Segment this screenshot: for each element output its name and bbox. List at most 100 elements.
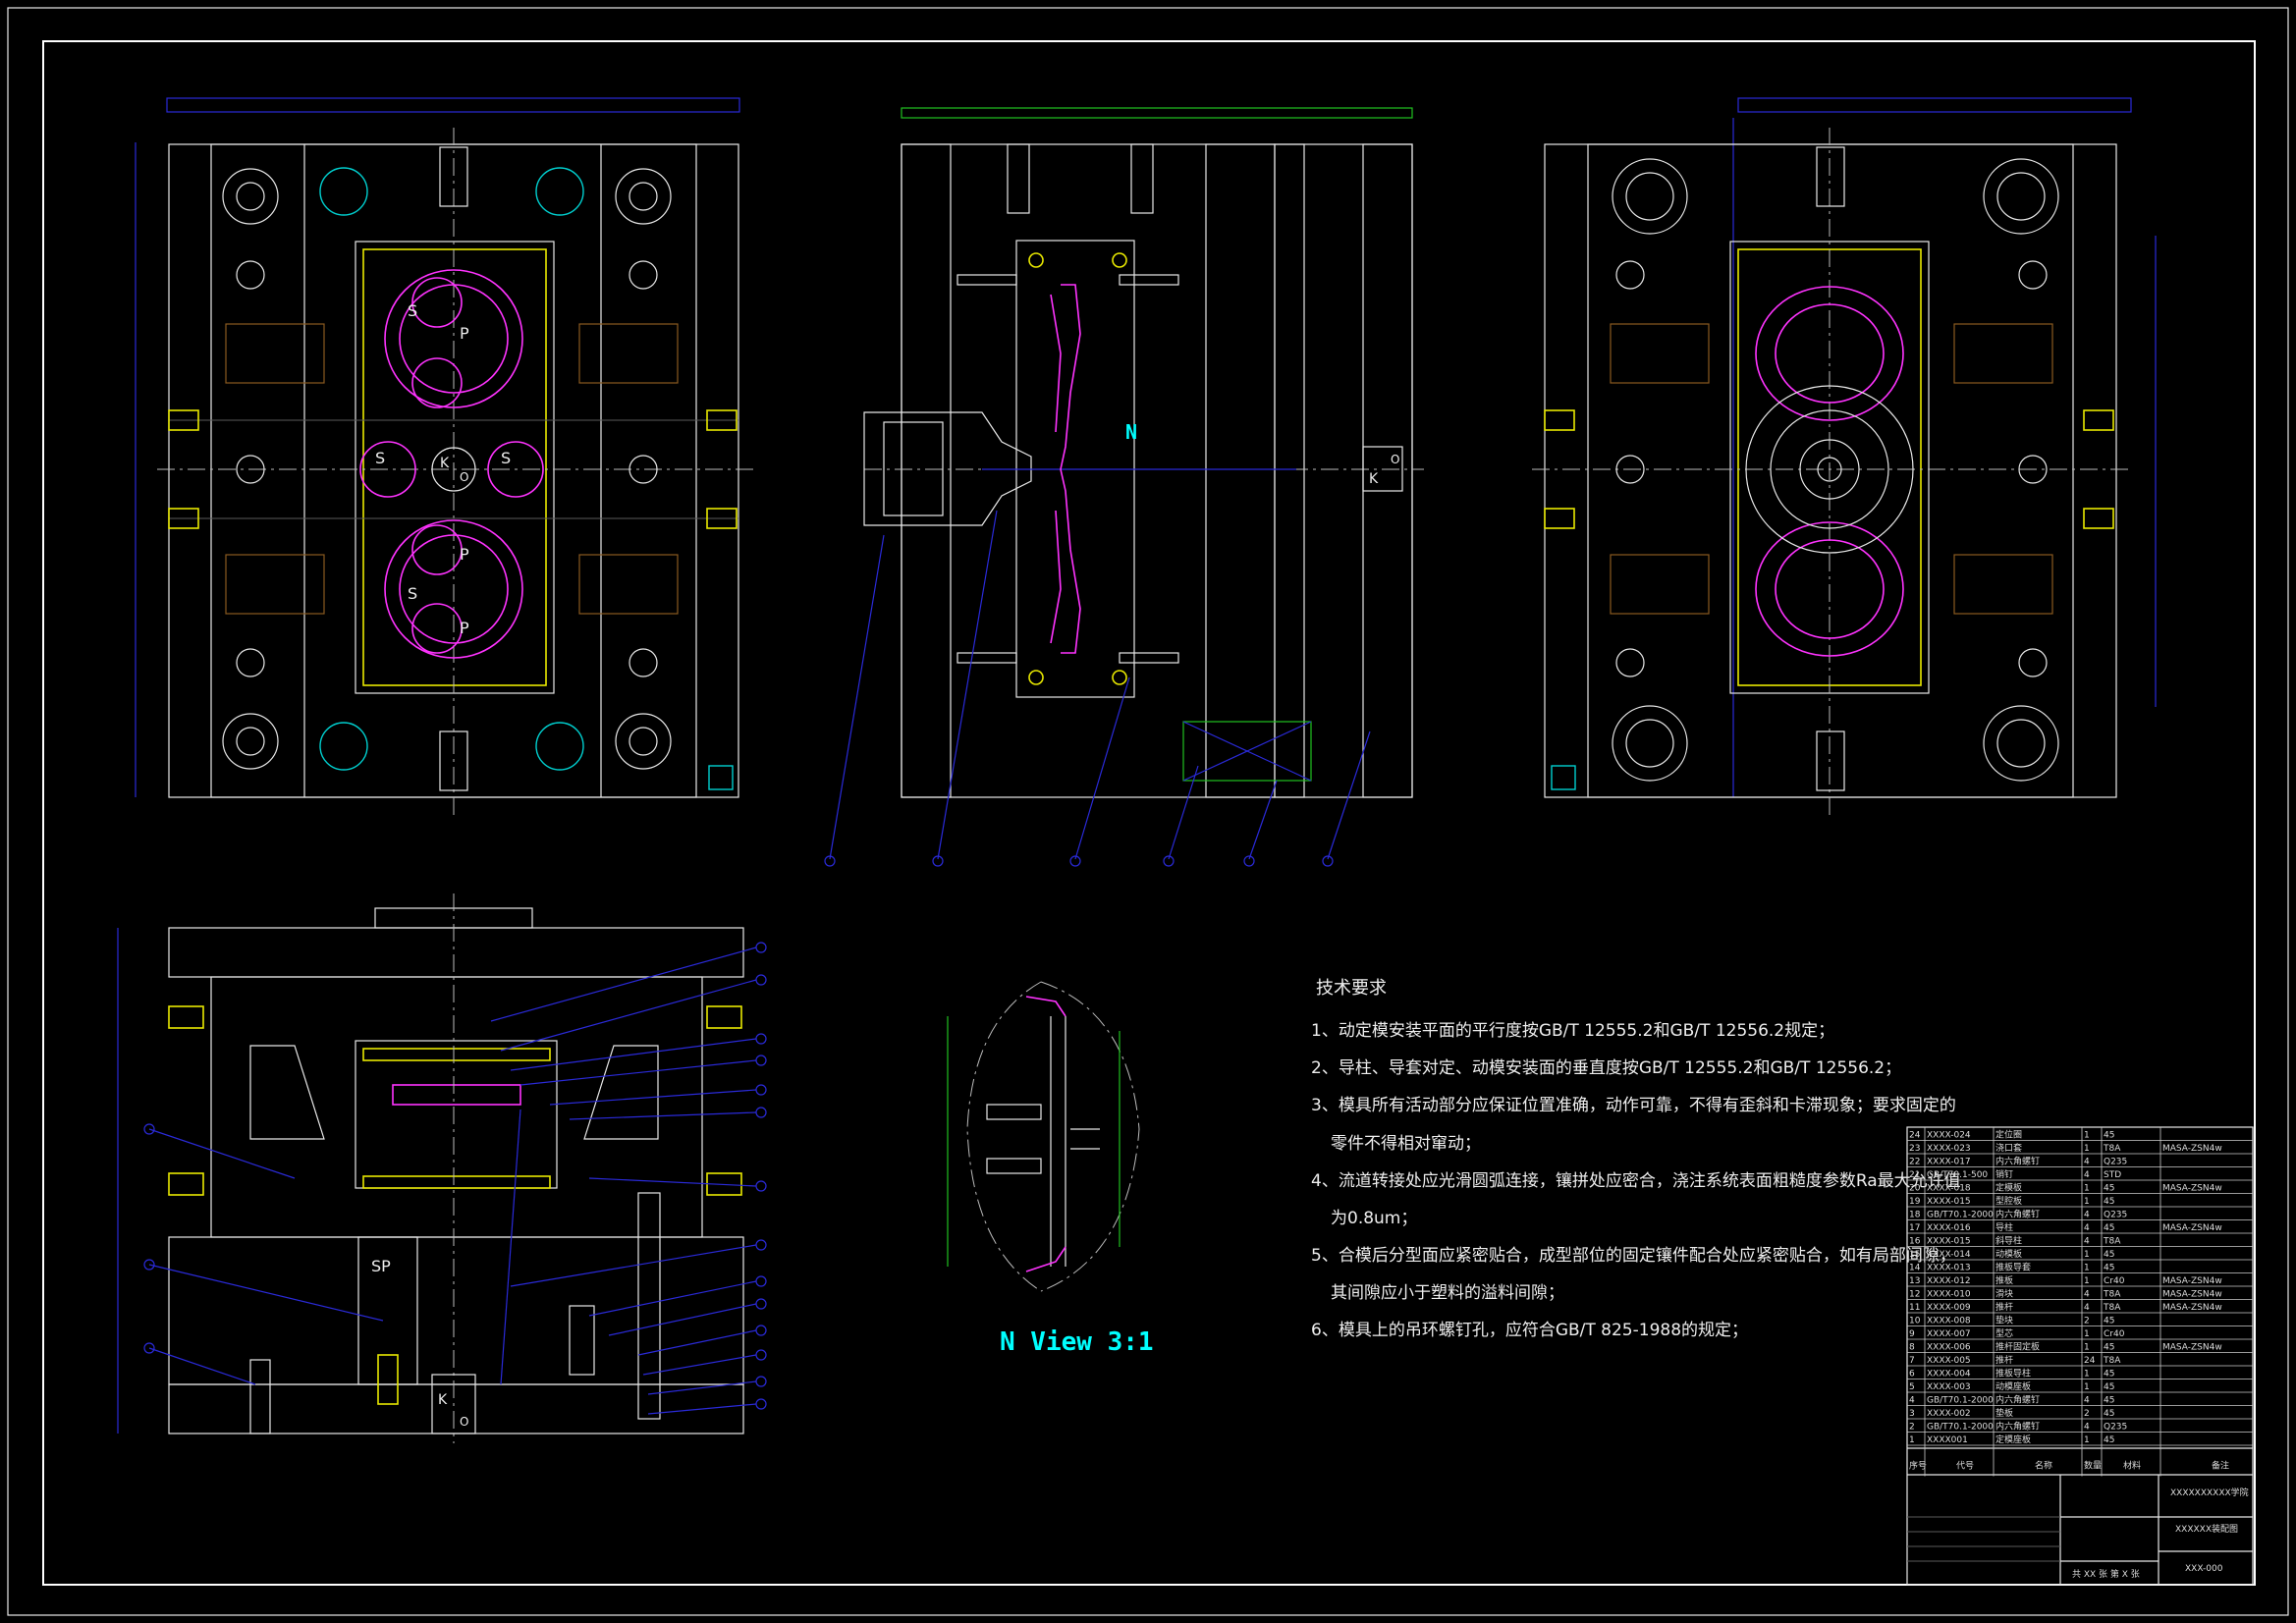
bom-row-no: 5 (1909, 1382, 1915, 1392)
mark-p-1: P (460, 324, 469, 343)
bom-row-no: 13 (1909, 1276, 1920, 1286)
tech-req-item-2: 2、导柱、导套对定、动模安装面的垂直度按GB/T 12555.2和GB/T 12… (1311, 1058, 1901, 1078)
bom-row-code: XXXX-012 (1927, 1276, 1971, 1286)
bom-row-qty: 2 (2084, 1409, 2090, 1419)
bom-row-qty: 4 (2084, 1396, 2090, 1406)
bom-header-no: 序号 (1909, 1460, 1927, 1472)
tech-req-item-4b: 为0.8um； (1331, 1209, 1417, 1228)
bom-row-name: 浇口套 (1995, 1142, 2022, 1154)
bom-row-qty: 1 (2084, 1131, 2090, 1141)
bom-row-no: 18 (1909, 1211, 1921, 1220)
bom-row-material: Q235 (2104, 1423, 2127, 1433)
bom-row-name: 内六角螺钉 (1995, 1156, 2040, 1167)
bom-row-name: 定位圈 (1995, 1129, 2022, 1141)
bom-row-material: 45 (2104, 1197, 2114, 1207)
bom-row-code: XXXX-003 (1927, 1382, 1971, 1392)
bom-row-no: 24 (1909, 1131, 1921, 1141)
bom-row-no: 12 (1909, 1290, 1920, 1300)
bom-row-no: 9 (1909, 1329, 1915, 1339)
bom-row-code: XXXX-002 (1927, 1409, 1971, 1419)
bom-row-qty: 1 (2084, 1264, 2090, 1273)
bom-row-material: STD (2104, 1170, 2121, 1180)
bom-row-qty: 24 (2084, 1356, 2096, 1366)
bom-row-qty: 4 (2084, 1211, 2090, 1220)
top-left-plan-view (135, 97, 756, 815)
bom-row-material: 45 (2104, 1435, 2114, 1445)
bom-header-code: 代号 (1956, 1461, 1974, 1472)
bom-row-qty: 1 (2084, 1382, 2090, 1392)
bom-row-no: 8 (1909, 1343, 1915, 1353)
mark-p-2: P (460, 545, 469, 564)
mark-s-1: S (408, 301, 417, 320)
bom-row-material: 45 (2104, 1184, 2114, 1194)
bom-row-code: XXXX-013 (1927, 1264, 1971, 1273)
bom-row-code: XXXX-015 (1927, 1197, 1971, 1207)
bom-sheet-info: 共 XX 张 第 X 张 (2072, 1568, 2140, 1580)
bom-row-name: 垫块 (1995, 1315, 2013, 1326)
bom-row-name: 内六角螺钉 (1995, 1209, 2040, 1220)
bom-row-material: 45 (2104, 1250, 2114, 1260)
bom-row-qty: 1 (2084, 1343, 2090, 1353)
bom-row-code: XXXX-023 (1927, 1144, 1971, 1154)
bom-row-qty: 1 (2084, 1144, 2090, 1154)
bom-row-material: T8A (2103, 1290, 2121, 1300)
bom-row-note: MASA-ZSN4w (2162, 1223, 2222, 1233)
bom-row-qty: 4 (2084, 1223, 2090, 1233)
inner-frame (42, 40, 2256, 1586)
detail-view-label: N View 3:1 (1000, 1327, 1154, 1357)
bom-row-code: XXXX-016 (1927, 1223, 1971, 1233)
bom-row-material: 45 (2104, 1131, 2114, 1141)
tech-req-item-6: 6、模具上的吊环螺钉孔，应符合GB/T 825-1988的规定； (1311, 1321, 1748, 1340)
bom-row-material: T8A (2103, 1303, 2121, 1313)
bom-row-name: 内六角螺钉 (1995, 1421, 2040, 1433)
bom-row-code: XXXX-009 (1927, 1303, 1971, 1313)
tech-req-item-4: 4、流道转接处应光滑圆弧连接，镶拼处应密合，浇注系统表面粗糙度参数Ra最大允许值 (1311, 1170, 1961, 1191)
bom-row-note: MASA-ZSN4w (2162, 1290, 2222, 1300)
bom-row-qty: 4 (2084, 1423, 2090, 1433)
bom-row-no: 15 (1909, 1250, 1920, 1260)
bom-row-qty: 4 (2084, 1237, 2090, 1247)
bom-row-code: GB/T70.1-2000 (1927, 1423, 1994, 1433)
bom-row-code: XXXX-024 (1927, 1131, 1971, 1141)
bom-header-qty: 数量 (2084, 1460, 2102, 1472)
bom-row-material: 45 (2104, 1343, 2114, 1353)
bom-row-note: MASA-ZSN4w (2162, 1276, 2222, 1286)
bom-row-code: XXXX-010 (1927, 1290, 1971, 1300)
bom-row-qty: 1 (2084, 1250, 2090, 1260)
bom-row-material: 45 (2104, 1317, 2114, 1326)
bom-row-no: 6 (1909, 1370, 1915, 1380)
bom-row-qty: 1 (2084, 1435, 2090, 1445)
tech-req-item-3: 3、模具所有活动部分应保证位置准确，动作可靠，不得有歪斜和卡滞现象；要求固定的 (1311, 1096, 1956, 1115)
bom-row-name: 定模座板 (1995, 1434, 2031, 1445)
bom-row-no: 23 (1909, 1144, 1920, 1154)
mark-s-4: S (408, 584, 417, 603)
mark-k-3: K (438, 1392, 448, 1408)
bom-row-code: XXXX-004 (1927, 1370, 1971, 1380)
bom-row-no: 2 (1909, 1423, 1915, 1433)
bom-row-code: XXXX-017 (1927, 1158, 1971, 1167)
bom-row-material: 45 (2104, 1409, 2114, 1419)
mark-o-2: O (1391, 453, 1399, 466)
tech-req-item-5: 5、合模后分型面应紧密贴合，成型部位的固定镶件配合处应紧密贴合，如有局部间隙， (1311, 1245, 1956, 1266)
bom-row-name: 型腔板 (1995, 1195, 2022, 1207)
bom-row-material: Cr40 (2104, 1276, 2125, 1286)
bom-row-code: XXXX-018 (1927, 1184, 1971, 1194)
bom-row-qty: 2 (2084, 1317, 2090, 1326)
tech-req-item-3b: 零件不得相对窜动； (1331, 1134, 1481, 1154)
bom-row-name: 定模板 (1995, 1182, 2022, 1194)
bom-row-code: XXXX-008 (1927, 1317, 1971, 1326)
bom-row-code: XXXX-005 (1927, 1356, 1971, 1366)
section-label-n: N (1125, 420, 1137, 444)
bom-row-qty: 1 (2084, 1370, 2090, 1380)
bom-school: XXXXXXXXXX学院 (2170, 1487, 2249, 1498)
bom-row-name: 动模座板 (1995, 1380, 2031, 1392)
bom-row-note: MASA-ZSN4w (2162, 1184, 2222, 1194)
bom-row-qty: 4 (2084, 1290, 2090, 1300)
bom-row-code: GB/T70.1-2000 (1927, 1211, 1994, 1220)
bom-row-material: T8A (2103, 1237, 2121, 1247)
mark-sp: SP (371, 1257, 391, 1275)
bom-row-material: Q235 (2104, 1211, 2127, 1220)
bom-row-no: 4 (1909, 1396, 1915, 1406)
bom-row-no: 3 (1909, 1409, 1915, 1419)
